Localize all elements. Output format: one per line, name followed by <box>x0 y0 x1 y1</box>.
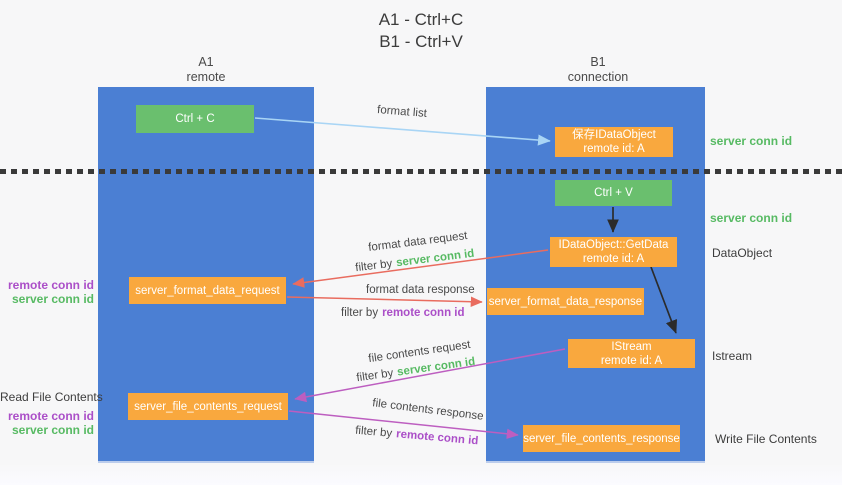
getdata-to-istream-arrow <box>650 266 678 334</box>
left-format-conn-ids: remote conn id server conn id <box>0 278 94 306</box>
title-line-2: B1 - Ctrl+V <box>379 32 463 51</box>
save-idataobject-line2: remote id: A <box>583 143 645 155</box>
lane-header-b1-connection: B1 connection <box>538 55 658 84</box>
file-contents-request-arrow <box>294 348 566 403</box>
idataobject-getdata-box: IDataObject::GetData remote id: A <box>550 237 677 267</box>
diagram-title: A1 - Ctrl+C B1 - Ctrl+V <box>0 9 842 53</box>
server-file-contents-response-box: server_file_contents_response <box>523 425 680 452</box>
format-data-response-arrow <box>286 296 483 307</box>
remote-conn-id-label: remote conn id <box>7 409 94 423</box>
file-response-label: server_file_contents_response <box>523 432 680 445</box>
session-divider-dotted-line <box>0 169 842 174</box>
server-format-data-response-box: server_format_data_response <box>487 288 644 315</box>
istream-box: IStream remote id: A <box>568 339 695 368</box>
getdata-line1: IDataObject::GetData <box>558 239 669 251</box>
remote-conn-id-text: remote conn id <box>382 307 465 319</box>
save-idataobject-line1: 保存IDataObject <box>572 129 656 141</box>
format-list-arrow <box>254 117 551 146</box>
format-data-response-label: format data response <box>366 284 475 296</box>
lane-header-a1-remote: A1 remote <box>146 55 266 84</box>
istream-side-label: Istream <box>712 349 753 363</box>
format-response-label: server_format_data_response <box>488 295 643 308</box>
format-request-label: server_format_data_request <box>135 284 280 297</box>
ctrl-v-box: Ctrl + V <box>555 180 672 206</box>
filter-by-text: filter by <box>341 307 379 319</box>
ctrl-c-label: Ctrl + C <box>175 113 215 125</box>
read-file-contents-label: Read File Contents <box>0 390 103 404</box>
istream-line2: remote id: A <box>600 354 663 367</box>
format-data-request-arrow <box>292 249 549 288</box>
file-request-label: server_file_contents_request <box>134 400 282 413</box>
server-format-data-request-box: server_format_data_request <box>129 277 286 304</box>
title-line-1: A1 - Ctrl+C <box>378 10 464 29</box>
file-contents-response-arrow <box>288 410 519 440</box>
left-file-conn-ids: remote conn id server conn id <box>0 409 94 437</box>
ctrl-c-box: Ctrl + C <box>136 105 254 133</box>
right-server-conn-id-top: server conn id <box>710 134 793 148</box>
right-server-conn-id-mid: server conn id <box>710 211 793 225</box>
lane-left-role: remote <box>186 69 226 84</box>
server-conn-id-label: server conn id <box>11 423 94 437</box>
save-idataobject-box: 保存IDataObject remote id: A <box>555 127 673 157</box>
write-file-contents-label: Write File Contents <box>715 432 817 446</box>
ctrl-v-label: Ctrl + V <box>594 187 633 199</box>
server-conn-id-label: server conn id <box>11 292 94 306</box>
remote-conn-id-label: remote conn id <box>7 278 94 292</box>
dataobject-label: DataObject <box>712 246 773 260</box>
getdata-line2: remote id: A <box>582 253 645 265</box>
istream-line1: IStream <box>611 340 652 353</box>
lane-right-role: connection <box>567 69 629 84</box>
server-file-contents-request-box: server_file_contents_request <box>128 393 288 420</box>
lane-left-id: A1 <box>198 55 214 69</box>
lane-right-id: B1 <box>590 55 606 69</box>
